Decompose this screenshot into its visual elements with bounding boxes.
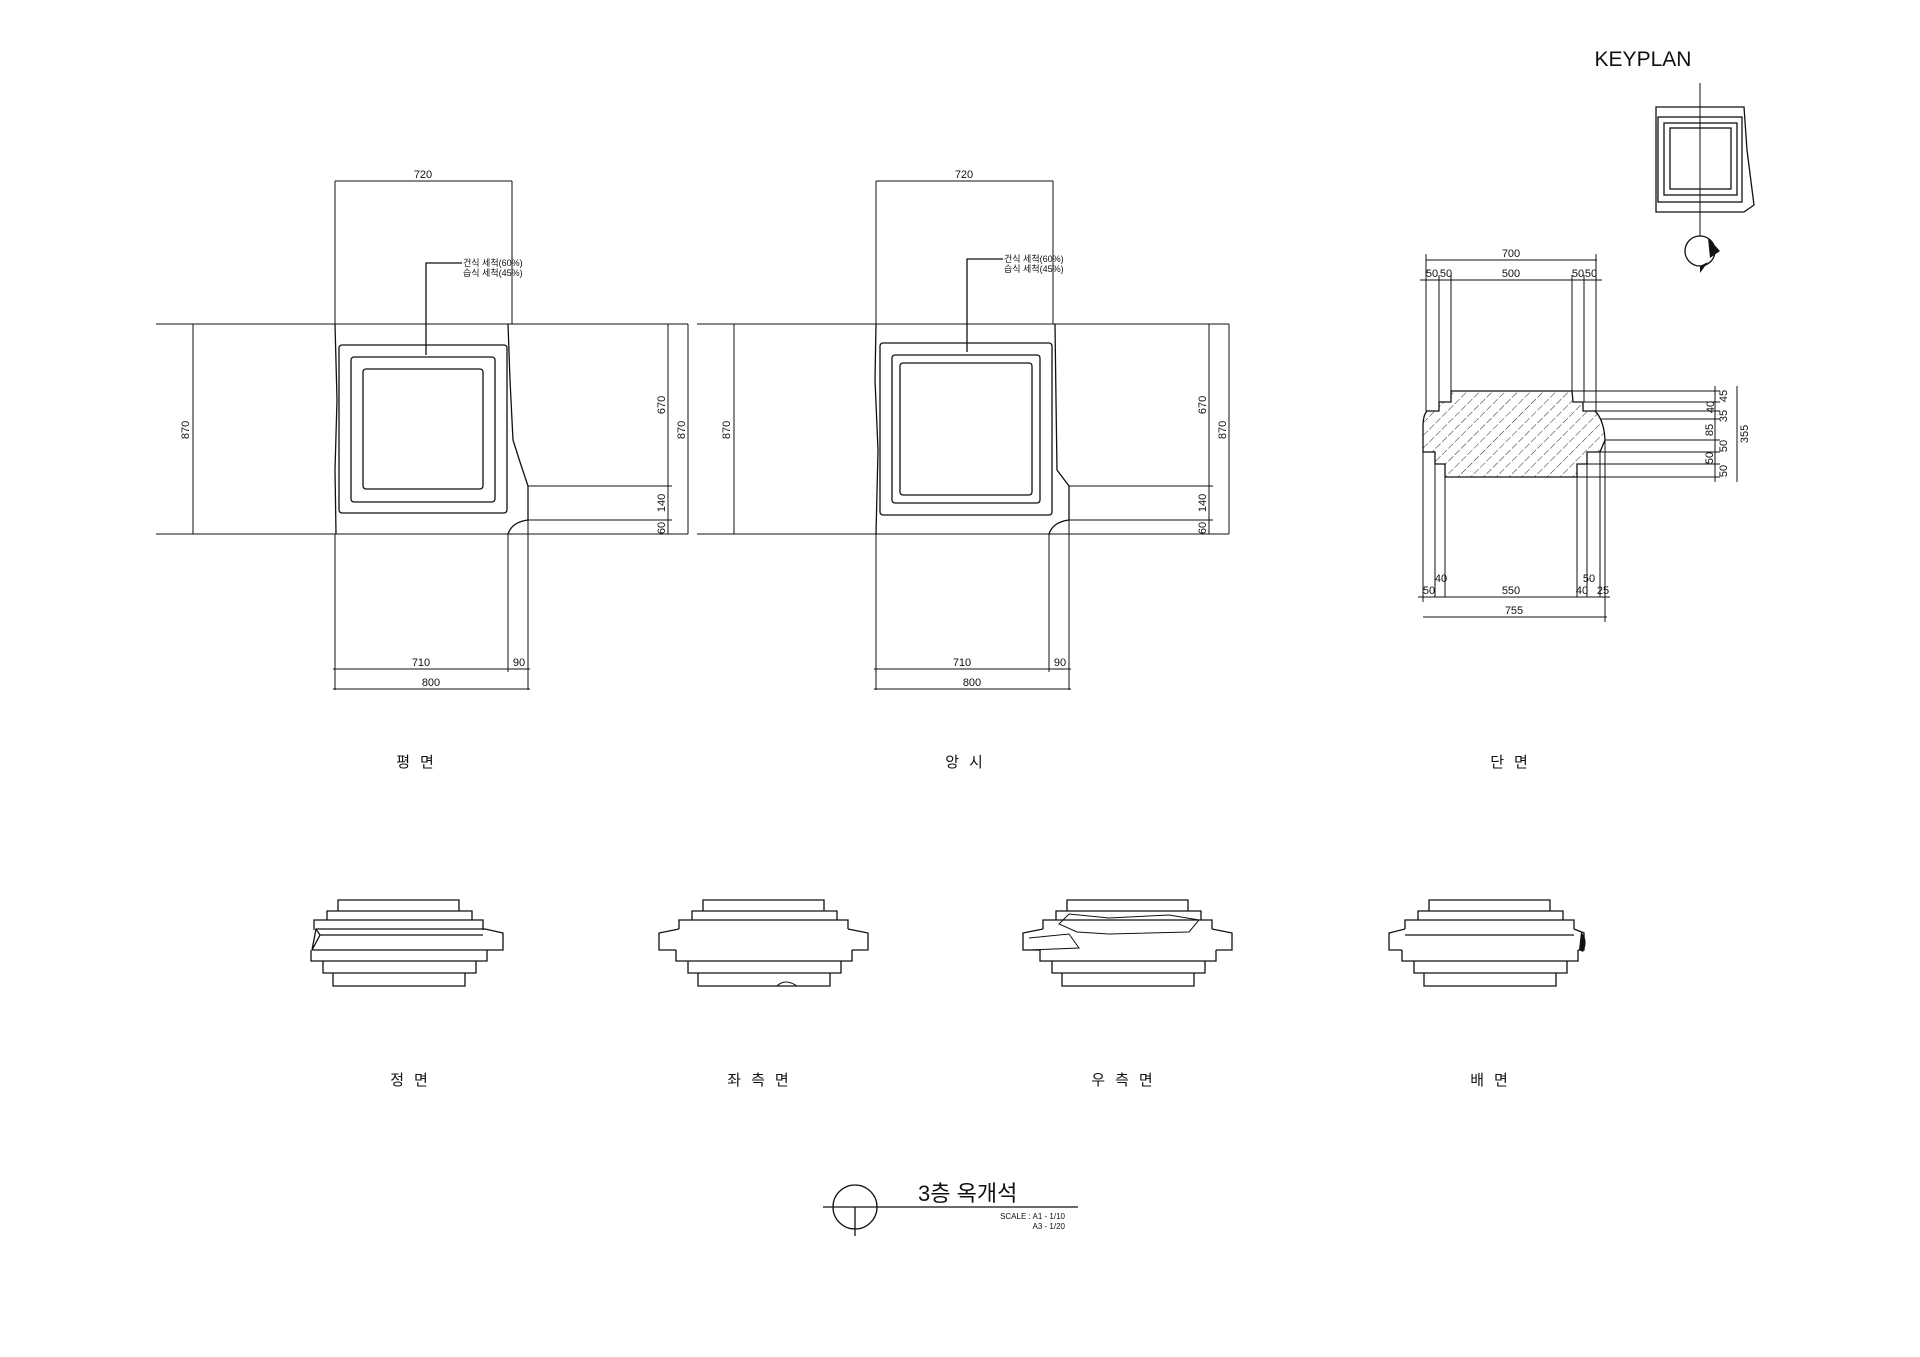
- dim-b40-r: 40: [1576, 585, 1588, 597]
- dim-b50: 50: [1423, 585, 1435, 597]
- dim-45: 45: [1718, 390, 1730, 402]
- view-label-plan: 평면: [396, 754, 444, 771]
- dim-50-d: 50: [1585, 268, 1597, 280]
- dim-top: 720: [955, 169, 973, 181]
- dim-500: 500: [1502, 268, 1520, 280]
- dim-755: 755: [1505, 605, 1523, 617]
- section-view: 700 50 50 500 50 50 45 40 35 85 50 50 50…: [1418, 248, 1751, 771]
- elevation-label-right: 우측면: [1091, 1072, 1162, 1089]
- dim-bottom-800: 800: [963, 677, 981, 689]
- scale-a1: SCALE : A1 - 1/10: [1000, 1212, 1065, 1221]
- dim-50-f: 50: [1704, 452, 1716, 464]
- dim-right-140: 140: [1197, 494, 1209, 512]
- dim-right-140: 140: [656, 494, 668, 512]
- elevation-label-front: 정면: [390, 1072, 438, 1089]
- view-label-section: 단면: [1490, 754, 1538, 771]
- drawing-title: 3층 옥개석: [918, 1181, 1017, 1206]
- elevation-front: 정면: [310, 899, 504, 1089]
- plan-view: 건식 세척(60%) 습식 세척(45%) 720 870 670 870 14…: [156, 169, 689, 771]
- section-profile: [1422, 390, 1606, 478]
- keyplan: KEYPLAN: [1595, 48, 1755, 273]
- dim-700: 700: [1502, 248, 1520, 260]
- dim-50-e: 50: [1718, 440, 1730, 452]
- dim-50-b: 50: [1440, 268, 1452, 280]
- note-dry-cleaning: 건식 세척(60%): [1004, 254, 1064, 264]
- note-wet-cleaning: 습식 세척(45%): [463, 268, 523, 278]
- dim-right-870: 870: [676, 421, 688, 439]
- dim-right-60: 60: [1197, 522, 1209, 534]
- dim-b50-r: 50: [1583, 573, 1595, 585]
- dim-35: 35: [1718, 410, 1730, 422]
- dim-left: 870: [180, 421, 192, 439]
- dim-b40: 40: [1435, 573, 1447, 585]
- elevation-right: 우측면: [1022, 899, 1233, 1089]
- dim-40: 40: [1705, 401, 1717, 413]
- title-block: 3층 옥개석 SCALE : A1 - 1/10 A3 - 1/20: [823, 1181, 1078, 1236]
- dim-85: 85: [1704, 424, 1716, 436]
- dim-b25: 25: [1597, 585, 1609, 597]
- dim-bottom-710: 710: [412, 657, 430, 669]
- elevation-back: 배면: [1388, 899, 1586, 1089]
- keyplan-title: KEYPLAN: [1595, 48, 1692, 71]
- scale-a3: A3 - 1/20: [1033, 1222, 1066, 1231]
- dim-right-60: 60: [656, 522, 668, 534]
- elevation-label-back: 배면: [1470, 1072, 1518, 1089]
- dim-left: 870: [721, 421, 733, 439]
- dim-b550: 550: [1502, 585, 1520, 597]
- dim-355: 355: [1739, 425, 1751, 443]
- dim-right-870: 870: [1217, 421, 1229, 439]
- note-dry-cleaning: 건식 세척(60%): [463, 258, 523, 268]
- dim-bottom-710: 710: [953, 657, 971, 669]
- dim-50-c: 50: [1572, 268, 1584, 280]
- reflected-view: 건식 세척(60%) 습식 세척(45%) 720 870 670 870 14…: [697, 169, 1230, 771]
- dim-right-670: 670: [1197, 396, 1209, 414]
- note-wet-cleaning: 습식 세척(45%): [1004, 264, 1064, 274]
- elevation-left: 좌측면: [658, 899, 869, 1089]
- elevation-label-left: 좌측면: [727, 1072, 798, 1089]
- view-label-reflected: 앙시: [945, 754, 993, 771]
- dim-50-a: 50: [1426, 268, 1438, 280]
- dim-bottom-90: 90: [513, 657, 525, 669]
- dim-50-g: 50: [1718, 465, 1730, 477]
- dim-top: 720: [414, 169, 432, 181]
- dim-bottom-90: 90: [1054, 657, 1066, 669]
- dim-right-670: 670: [656, 396, 668, 414]
- dim-bottom-800: 800: [422, 677, 440, 689]
